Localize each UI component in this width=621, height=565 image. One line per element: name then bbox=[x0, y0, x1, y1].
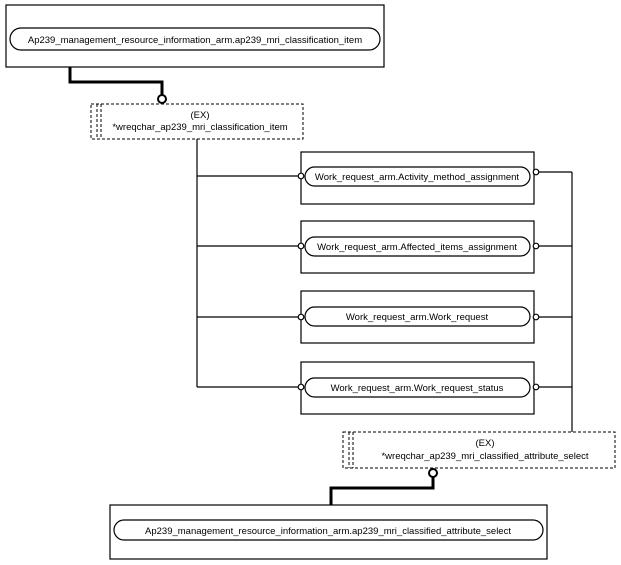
bottom-entity-label: Ap239_management_resource_information_ar… bbox=[145, 526, 511, 537]
top-entity-label: Ap239_management_resource_information_ar… bbox=[28, 35, 362, 46]
top-select-box[interactable]: (EX) *wreqchar_ap239_mri_classification_… bbox=[90, 103, 304, 140]
bottom-select-label: *wreqchar_ap239_mri_classified_attribute… bbox=[381, 451, 588, 462]
entity-right-circles bbox=[532, 168, 540, 391]
right-trunk-lines bbox=[538, 171, 573, 432]
bottom-connector-line bbox=[329, 477, 435, 505]
entity-work-request-status[interactable]: Work_request_arm.Work_request_status bbox=[300, 361, 535, 415]
bottom-select-box[interactable]: (EX) *wreqchar_ap239_mri_classified_attr… bbox=[342, 431, 616, 469]
top-select-tag: (EX) bbox=[191, 110, 210, 121]
bottom-entity-box[interactable]: Ap239_management_resource_information_ar… bbox=[109, 504, 548, 560]
entity-affected-items-assignment[interactable]: Work_request_arm.Affected_items_assignme… bbox=[300, 220, 535, 274]
entity-work-request[interactable]: Work_request_arm.Work_request bbox=[300, 290, 535, 344]
top-entity-box[interactable]: Ap239_management_resource_information_ar… bbox=[5, 4, 385, 68]
entity-work-request-status-label: Work_request_arm.Work_request_status bbox=[331, 383, 504, 394]
bottom-select-tag: (EX) bbox=[476, 438, 495, 449]
entity-activity-method-assignment[interactable]: Work_request_arm.Activity_method_assignm… bbox=[300, 151, 535, 205]
top-connector-circle bbox=[157, 94, 167, 104]
top-select-label: *wreqchar_ap239_mri_classification_item bbox=[112, 122, 287, 133]
entity-left-circles bbox=[297, 172, 305, 391]
left-trunk-lines bbox=[196, 139, 298, 388]
entity-activity-method-assignment-label: Work_request_arm.Activity_method_assignm… bbox=[315, 172, 520, 183]
entity-work-request-label: Work_request_arm.Work_request bbox=[346, 312, 489, 323]
top-connector-line bbox=[68, 67, 164, 95]
bottom-connector-circle bbox=[428, 468, 438, 478]
entity-affected-items-assignment-label: Work_request_arm.Affected_items_assignme… bbox=[317, 242, 517, 253]
